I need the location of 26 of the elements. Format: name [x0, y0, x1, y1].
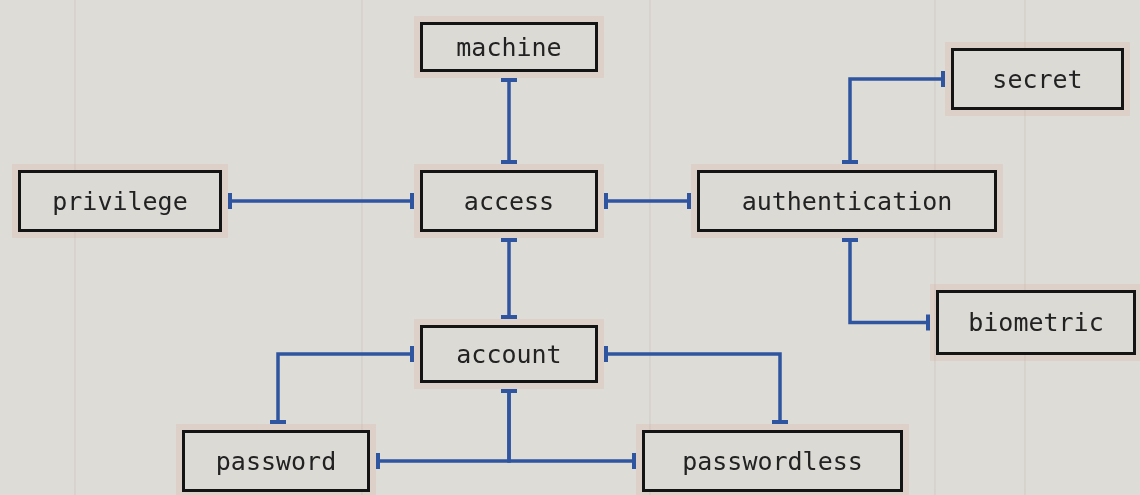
term-label: account — [456, 339, 562, 369]
connector-line — [840, 69, 945, 164]
term-label: machine — [456, 32, 562, 62]
connector-line — [604, 191, 691, 211]
term-label: password — [215, 446, 337, 476]
connector-line — [268, 344, 414, 424]
term-label: privilege — [52, 186, 188, 216]
term-box — [936, 290, 1136, 355]
term-label: access — [463, 186, 555, 216]
connector-line — [228, 191, 414, 211]
term-label: passwordless — [682, 446, 863, 476]
term-box — [18, 170, 222, 232]
term-label: secret — [992, 64, 1083, 94]
connector-line — [840, 238, 930, 333]
term-label: authentication — [741, 186, 953, 216]
connector-line — [499, 238, 519, 319]
term-box — [420, 22, 598, 72]
term-box — [420, 325, 598, 383]
connector-line — [604, 344, 790, 424]
term-box — [182, 430, 370, 492]
term-box — [697, 170, 997, 232]
connector-line — [499, 78, 519, 164]
term-box — [420, 170, 598, 232]
term-label: biometric — [968, 308, 1104, 337]
term-box — [951, 48, 1124, 110]
term-box — [642, 430, 903, 492]
